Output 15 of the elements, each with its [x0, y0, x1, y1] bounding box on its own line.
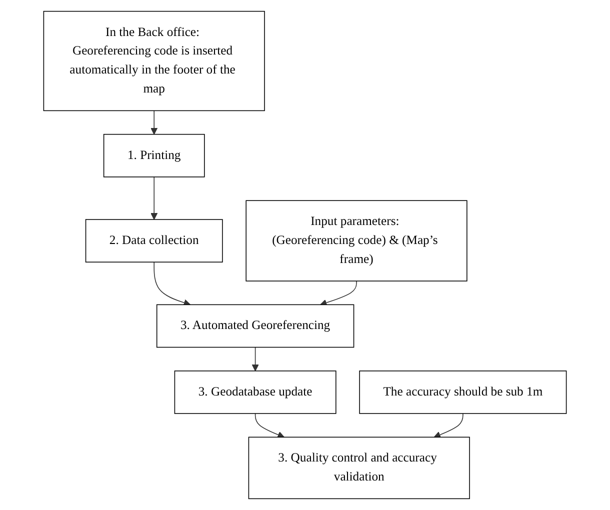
node-box: 2. Data collection — [85, 219, 223, 262]
arrow — [434, 413, 464, 438]
node-box: In the Back office: Georeferencing code is inserted automatically in the footer of the map — [43, 10, 265, 112]
arrow — [254, 413, 284, 438]
node-box: 3. Automated Georeferencing — [156, 304, 354, 348]
arrow — [150, 176, 158, 220]
node-box: 1. Printing — [103, 134, 205, 178]
node-box: Input parameters: (Georeferencing code) & (Map’s frame) — [246, 200, 468, 282]
arrow — [154, 262, 191, 306]
node-box: 3. Quality control and accuracy validation — [248, 436, 470, 500]
arrow — [320, 280, 357, 306]
arrow — [252, 346, 259, 372]
node-box: 3. Geodatabase update — [174, 370, 336, 414]
arrow — [150, 110, 158, 135]
node-box: The accuracy should be sub 1m — [359, 370, 567, 414]
